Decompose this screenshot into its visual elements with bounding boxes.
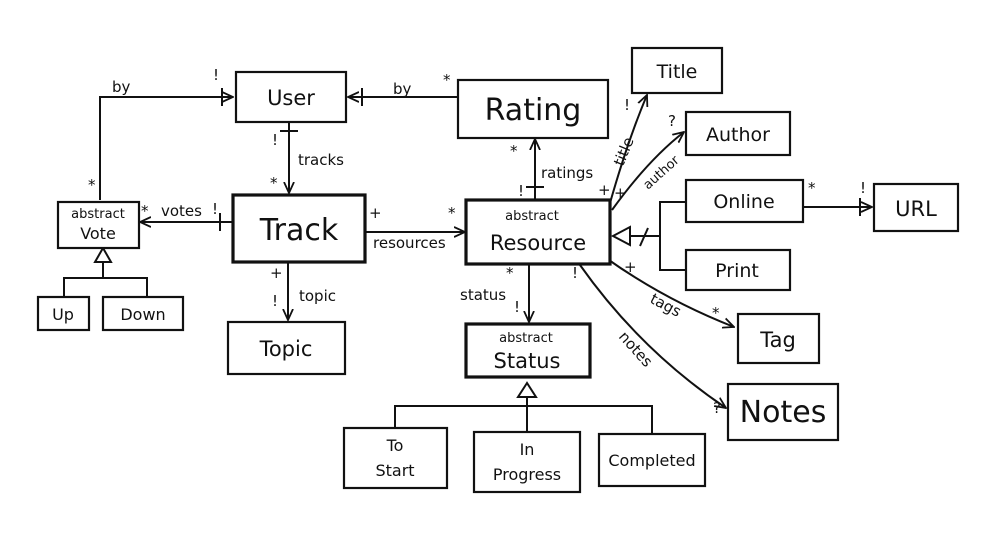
in-progress-label-line1: In <box>520 440 535 459</box>
mult-track-resources-plus: + <box>369 204 382 222</box>
mult-rating-user-star: * <box>443 71 451 89</box>
mult-resource-status-star: * <box>506 264 514 282</box>
vote-abstract-label: abstract <box>71 207 125 222</box>
tick-gen-resource <box>639 227 649 247</box>
track-box: Track <box>231 193 367 264</box>
rating-box: Rating <box>456 78 610 140</box>
resource-label: Resource <box>490 231 586 255</box>
mult-title-bang: ! <box>624 96 630 114</box>
print-label: Print <box>715 260 759 282</box>
label-author: author <box>641 153 683 193</box>
label-notes: notes <box>615 328 656 371</box>
label-tags: tags <box>647 290 684 321</box>
edge-online-gen <box>659 201 686 271</box>
up-box: Up <box>36 295 91 332</box>
label-status: status <box>460 286 506 304</box>
mult-vote-by-star: * <box>88 176 96 194</box>
mult-resource-notes-bang: ! <box>572 264 578 282</box>
gen-triangle-vote <box>93 245 113 263</box>
to-start-box: To Start <box>342 426 449 490</box>
tag-label: Tag <box>759 328 796 352</box>
user-label: User <box>267 86 315 110</box>
mult-resource-tags-plus: + <box>624 258 637 276</box>
mult-user-tracks-bang: ! <box>272 131 278 149</box>
label-resources: resources <box>373 234 446 252</box>
mult-user-vote-end: ! <box>213 66 219 84</box>
label-rating-by: by <box>393 80 412 98</box>
to-start-label-line2: Start <box>375 461 414 480</box>
label-votes: votes <box>161 202 202 220</box>
author-label: Author <box>706 124 770 146</box>
vote-box: abstract Vote <box>56 200 141 250</box>
gen-triangle-status <box>516 381 538 398</box>
url-box: URL <box>872 182 960 233</box>
label-topic: topic <box>299 287 336 305</box>
edge-resource-tag <box>605 257 734 327</box>
status-box: abstract Status <box>464 322 592 379</box>
vote-label: Vote <box>80 224 116 243</box>
tag-box: Tag <box>736 312 821 365</box>
mult-resource-resources-star: * <box>448 204 456 222</box>
edge-resource-notes <box>579 264 726 408</box>
mult-notes-question: ? <box>713 399 721 417</box>
label-vote-by: by <box>112 78 131 96</box>
author-box: Author <box>684 110 792 157</box>
mult-resource-title-plus: + <box>598 181 611 199</box>
down-label: Down <box>120 305 165 324</box>
edge-vote-user <box>99 97 233 200</box>
edge-vote-gen <box>63 277 148 296</box>
rating-label: Rating <box>485 93 582 128</box>
mult-rating-ratings-star: * <box>510 142 518 160</box>
edge-resource-title <box>609 95 647 204</box>
mult-track-tracks-star: * <box>270 174 278 192</box>
edge-resource-author <box>611 132 684 211</box>
mult-topic-bang: ! <box>272 292 278 310</box>
in-progress-box: In Progress <box>472 430 582 494</box>
url-label: URL <box>895 197 937 221</box>
topic-label: Topic <box>259 337 313 361</box>
mult-online-url-star: * <box>808 179 816 197</box>
mult-url-bang: ! <box>860 179 866 197</box>
notes-label: Notes <box>740 395 827 430</box>
print-box: Print <box>684 248 792 292</box>
completed-box: Completed <box>597 432 707 488</box>
online-label: Online <box>713 191 774 213</box>
resource-box: abstract Resource <box>464 198 612 266</box>
status-label: Status <box>494 349 561 373</box>
to-start-label-line1: To <box>386 436 404 455</box>
label-ratings: ratings <box>541 164 593 182</box>
in-progress-label-line2: Progress <box>493 465 561 484</box>
mult-track-topic-plus: + <box>270 264 283 282</box>
user-box: User <box>234 70 348 124</box>
notes-box: Notes <box>726 382 840 442</box>
title-label: Title <box>656 61 698 83</box>
gen-triangle-resource <box>610 225 631 247</box>
online-box: Online <box>684 178 805 224</box>
label-title: title <box>610 135 638 169</box>
mult-tag-star: * <box>712 304 720 322</box>
mult-vote-votes-star: * <box>141 202 149 220</box>
completed-label: Completed <box>608 451 695 470</box>
status-abstract-label: abstract <box>499 331 553 346</box>
mult-author-question: ? <box>668 112 676 130</box>
down-box: Down <box>101 295 185 332</box>
up-label: Up <box>52 305 74 324</box>
mult-status-bang: ! <box>514 298 520 316</box>
resource-abstract-label: abstract <box>505 209 559 224</box>
mult-resource-author-plus: + <box>614 184 627 202</box>
mult-resource-ratings-bang: ! <box>518 182 524 200</box>
mult-track-votes-bang: ! <box>212 200 218 218</box>
track-label: Track <box>259 213 339 248</box>
topic-box: Topic <box>226 320 347 376</box>
label-tracks: tracks <box>298 151 344 169</box>
edge-status-gen <box>394 405 653 434</box>
title-box: Title <box>630 46 724 95</box>
